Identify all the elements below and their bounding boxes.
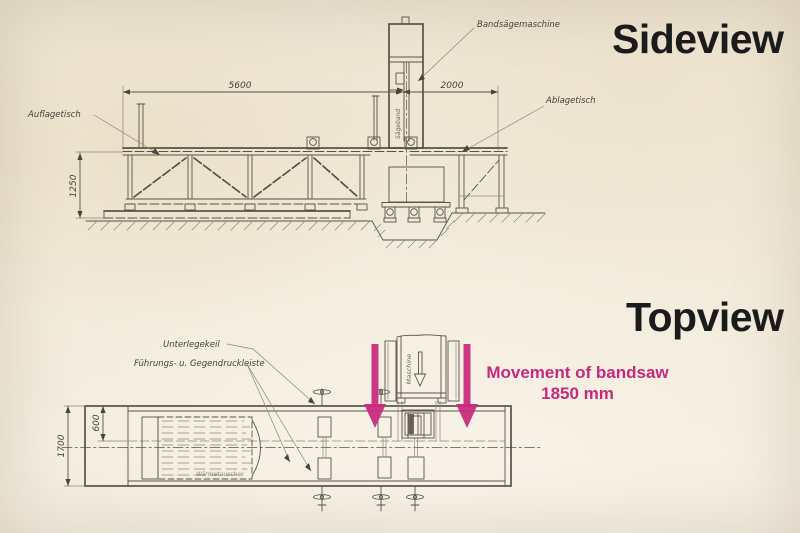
topview-drawing: Wärmetauscher [57,334,541,512]
bandsaw-machine-top: Maschine [384,334,460,404]
truss-frame [103,154,368,219]
label-bandsaegemaschine: Bandsägemaschine [477,20,560,30]
machine-carriage [381,166,451,223]
label-auflagetisch: Auflagetisch [27,110,81,120]
label-unterlegekeil: Unterlegekeil [163,340,220,350]
dim-600-text: 600 [92,414,102,431]
discharge-table-frame [455,154,509,214]
ground-hatch [87,220,371,231]
label-waermetauscher: Wärmetauscher [196,471,244,478]
label-ablagetisch: Ablagetisch [545,96,596,106]
table-surface [122,147,508,156]
movement-arrow-right [456,344,478,428]
label-saegeband: Sägeband [395,109,402,139]
sideview-title: Sideview [612,16,784,62]
screw-handles-bottom [313,485,424,512]
movement-annotation-line1: Movement of bandsaw [486,363,669,382]
movement-annotation: Movement of bandsaw 1850 mm [480,362,675,404]
dimension-1250: 1250 [69,151,124,219]
bandsaw-movement-arrows [364,344,478,428]
sideview-drawing: 5600 2000 1250 [27,16,596,249]
screw-handles-top [313,388,390,407]
log-hatch [161,420,252,476]
dim-1700-text: 1700 [57,434,67,457]
pit-hatch [373,220,455,249]
dim-5600-text: 5600 [229,81,252,91]
movement-arrow-left [364,344,386,428]
topview-labels: Unterlegekeil Führungs- u. Gegendrucklei… [134,340,316,472]
topview-title: Topview [626,294,784,340]
blade-guide-box [397,400,441,442]
sideview-labels: Auflagetisch Bandsägemaschine Ablagetisc… [27,20,596,156]
movement-annotation-line2: 1850 mm [541,384,614,403]
dimension-5600: 5600 [122,81,404,151]
topview-table [61,405,541,487]
label-fuehrungsleiste: Führungs- u. Gegendruckleiste [134,359,265,369]
ground-hatch-right [453,212,546,223]
dimension-2000: 2000 [402,81,499,151]
dimension-1700: 1700 [57,405,86,487]
machine-direction-arrow [413,351,427,388]
bandsaw-machine-tower: Sägeband [388,16,424,206]
log: Wärmetauscher [141,416,261,480]
dim-1250-text: 1250 [69,174,79,197]
dim-2000-text: 2000 [441,81,464,91]
table-fittings [136,95,418,150]
dimension-600: 600 [92,405,129,442]
label-maschine: Maschine [405,354,413,385]
